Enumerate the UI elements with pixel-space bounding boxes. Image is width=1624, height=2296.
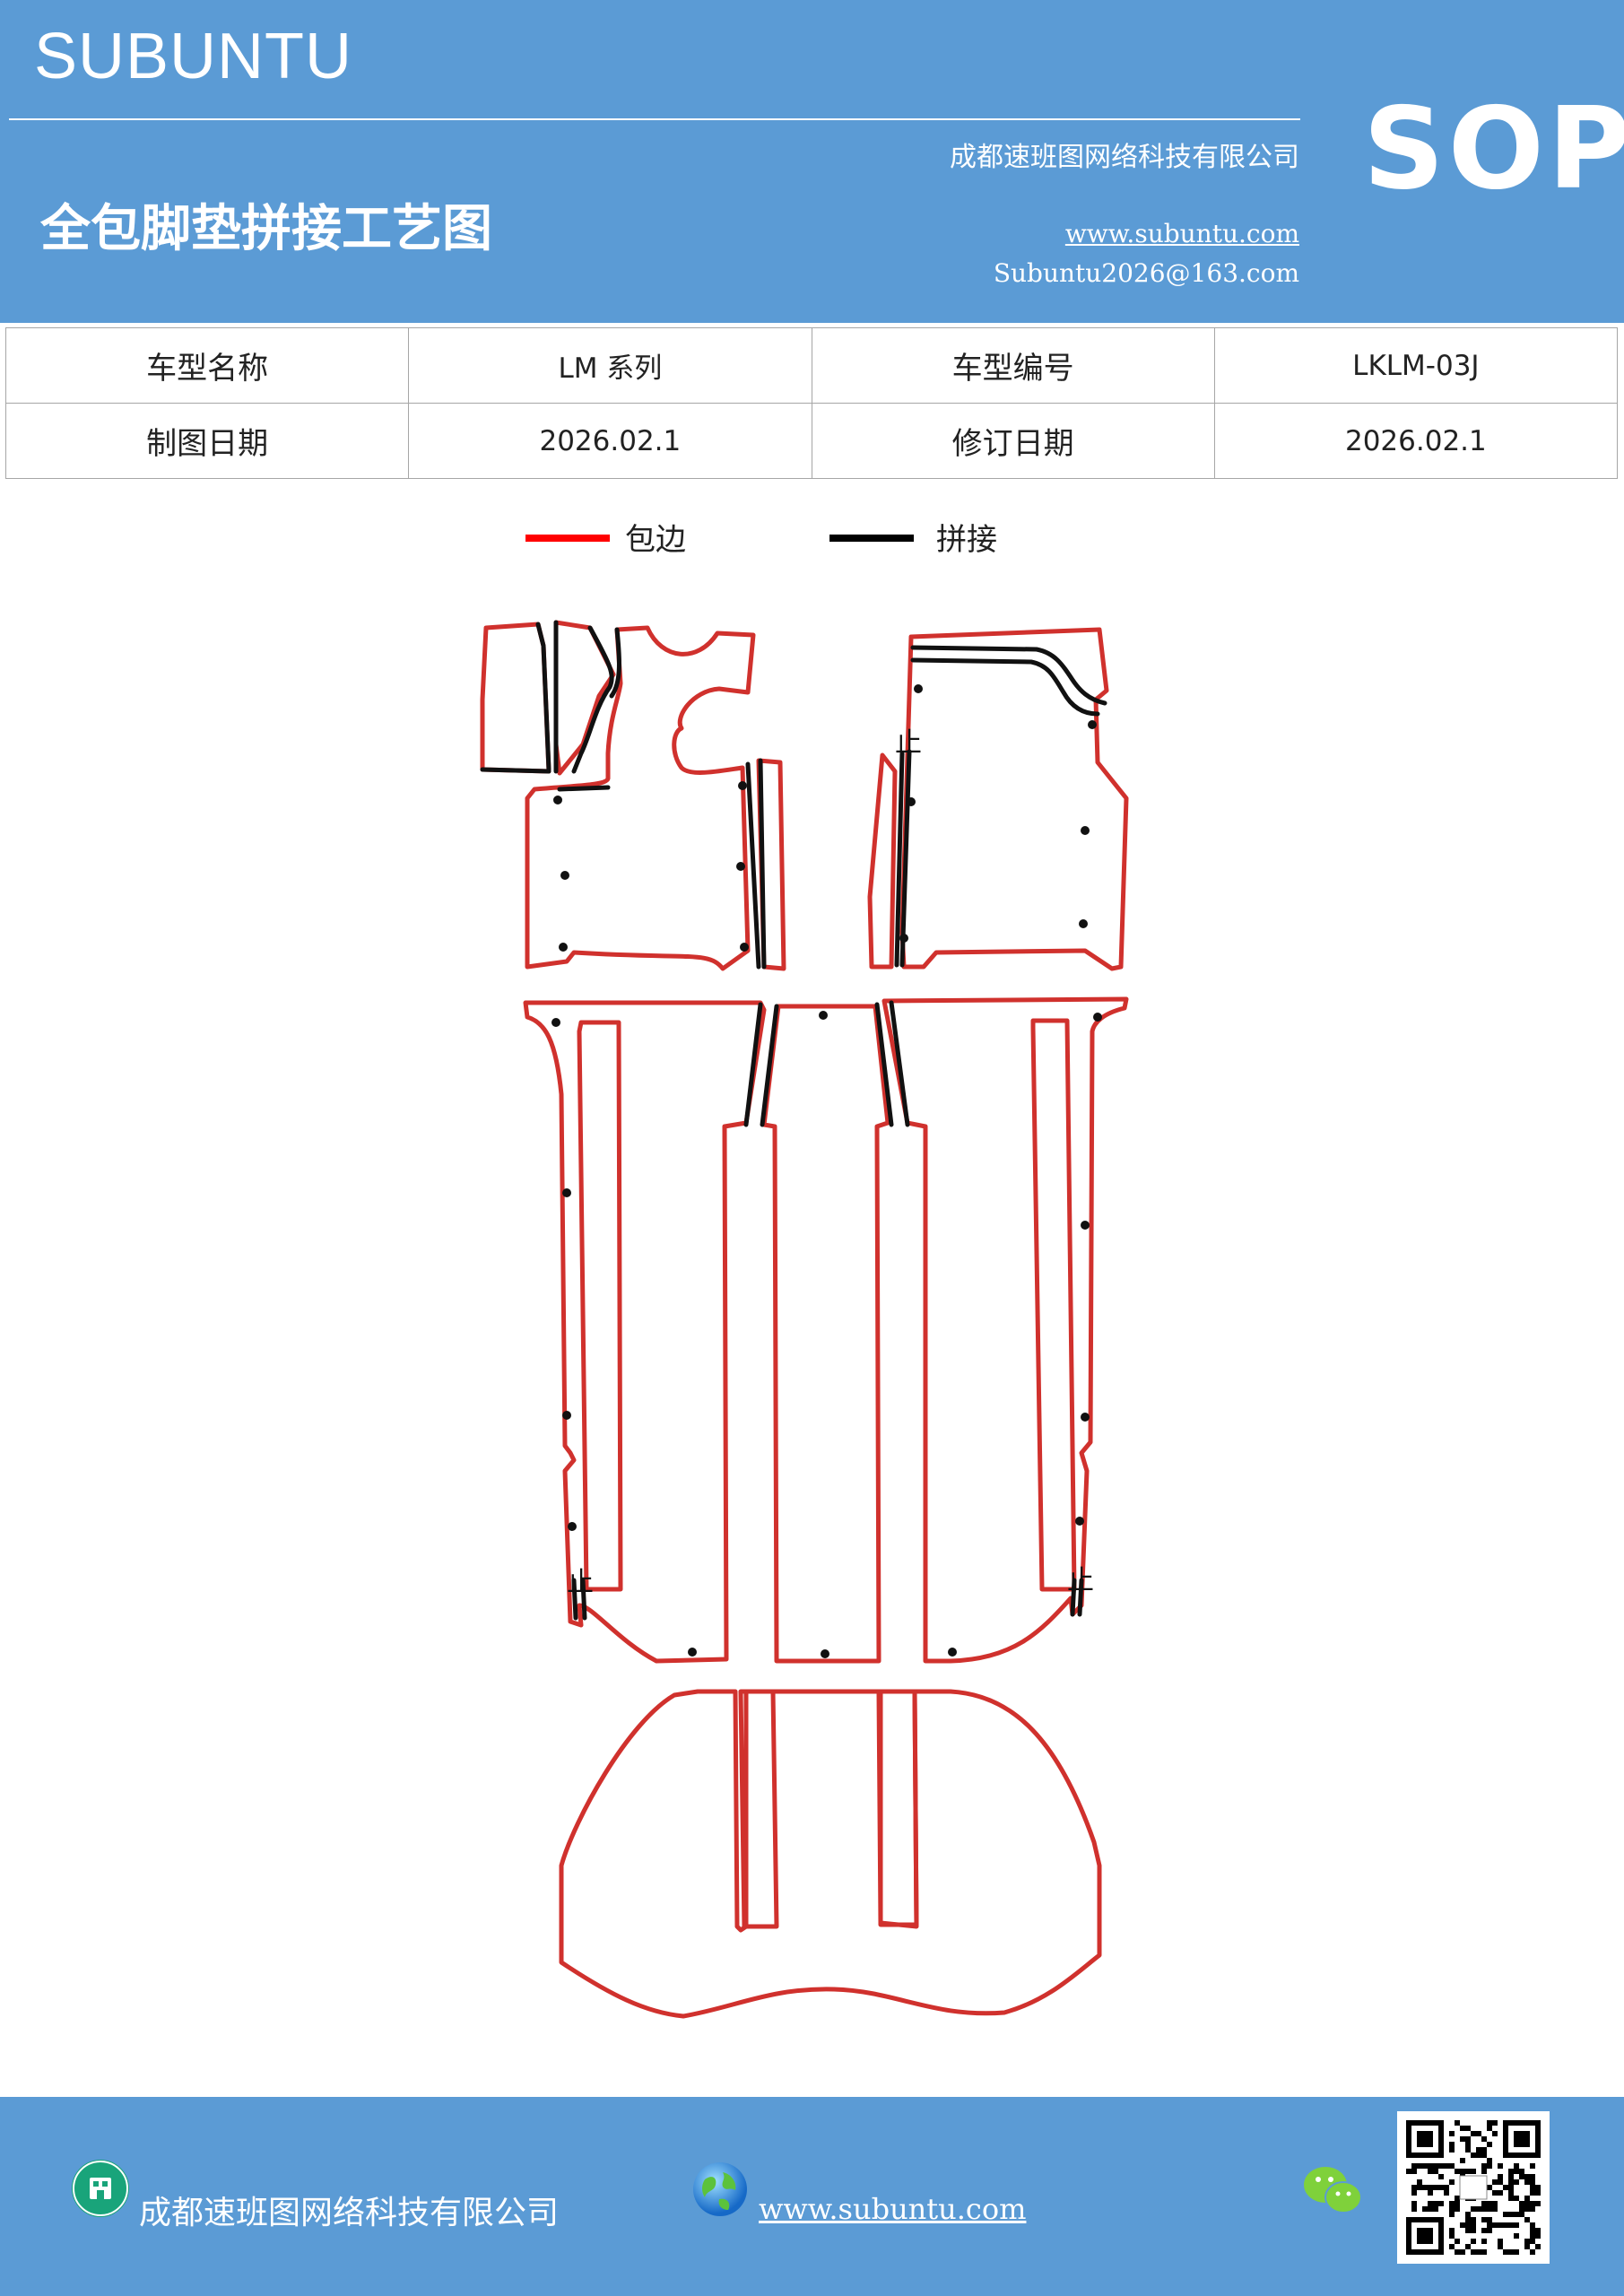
fastener-dot [551,1018,560,1027]
fastener-dot [688,1648,697,1657]
mat-piece-mid-right [881,996,1129,1664]
label-drawing-date: 制图日期 [4,403,410,479]
fastener-dot [568,1522,577,1531]
fastener-dot [1081,1221,1090,1230]
legend: 包边 拼接 [0,520,1624,574]
stop-mark: 止 [567,1567,594,1598]
seam-line [1077,1578,1084,1617]
seam-line [1070,1578,1077,1617]
fastener-dot [899,934,908,943]
fastener-dot [740,943,749,952]
qr-code[interactable] [1397,2111,1550,2264]
mat-piece-mid-right-inner [1030,1018,1077,1592]
mat-piece-mid-center [761,1004,890,1664]
mat-piece-rear-strip-right [876,1689,919,1927]
mat-piece-right-strip [867,752,898,970]
seam-line [745,761,761,970]
wechat-icon[interactable] [1302,2163,1365,2217]
fastener-dot [1079,919,1088,928]
value-revision-date: 2026.02.1 [1213,403,1619,479]
value-drawing-date: 2026.02.1 [408,403,812,479]
label-vehicle-code: 车型编号 [811,327,1215,404]
seam-line [899,749,912,968]
value-vehicle-code: LKLM-03J [1213,327,1619,404]
fastener-dot [738,781,747,790]
header-banner: SUBUNTU 成都速班图网络科技有限公司 全包脚垫拼接工艺图 www.subu… [0,0,1624,323]
building-icon [72,2160,129,2217]
legend-swatch-edge [525,535,610,542]
footer-banner: 成都速班图网络科技有限公司 www.subuntu.com [0,2097,1624,2296]
fastener-dot [907,797,916,806]
stop-mark: 止 [1067,1565,1094,1596]
floor-mat-splice-diagram: 止 止 止 [480,620,1129,2019]
fastener-dot [553,796,562,804]
footer-company-name: 成都速班图网络科技有限公司 [139,2195,560,2231]
fastener-dot [736,862,745,871]
seam-line [743,1002,763,1127]
header-divider [9,118,1300,120]
table-row: 车型名称 LM 系列 车型编号 LKLM-03J [4,327,1619,404]
mat-piece-mid-left [523,1000,767,1664]
stop-mark: 止 [895,727,922,759]
mat-piece-rear-strip-left [738,1689,779,1929]
mat-piece-left-a [480,622,551,774]
legend-swatch-seam [829,535,914,542]
fastener-dot [562,1411,571,1420]
seam-line [609,627,621,699]
mat-piece-rear-strip-center [778,1692,879,1925]
seam-line [580,1578,587,1621]
seam-line [874,1002,894,1127]
seam-line [571,625,614,774]
fastener-dot [560,871,569,880]
fastener-dot [1075,1517,1084,1526]
contact-email[interactable]: Subuntu2026@163.com [993,258,1299,288]
sop-badge: SOP [1363,83,1624,214]
website-link[interactable]: www.subuntu.com [1064,219,1299,248]
seam-line [910,645,1107,706]
fastener-dot [914,684,923,693]
fastener-dot [559,943,568,952]
value-vehicle-name: LM 系列 [408,327,812,404]
label-revision-date: 修订日期 [811,403,1215,479]
fastener-dot [821,1649,829,1658]
fastener-dot [1093,1013,1102,1022]
fastener-dot [1088,720,1097,729]
fastener-dot [1081,1413,1090,1422]
seam-line [910,657,1100,717]
seam-line [758,758,767,970]
fastener-dot [1081,826,1090,835]
footer-website-link[interactable]: www.subuntu.com [759,2192,1027,2226]
mat-piece-rear [559,1689,1102,2019]
seam-line [889,1000,910,1127]
fastener-dot [948,1648,957,1657]
legend-label-seam: 拼接 [936,522,997,558]
seam-line [760,1004,779,1127]
seam-line [894,751,905,968]
mat-piece-right-main [899,627,1129,971]
globe-icon [690,2160,750,2219]
mat-piece-left-main [525,625,756,971]
company-name: 成都速班图网络科技有限公司 [950,142,1299,173]
fastener-dot [819,1011,828,1020]
document-title: 全包脚垫拼接工艺图 [40,199,492,258]
fastener-dot [562,1188,571,1197]
legend-label-edge: 包边 [625,522,686,558]
vehicle-info-table: 车型名称 LM 系列 车型编号 LKLM-03J 制图日期 2026.02.1 … [4,327,1619,479]
label-vehicle-name: 车型名称 [4,327,410,404]
seam-line [571,1578,578,1621]
seam-line [535,622,551,772]
seam-line [480,767,551,774]
table-row: 制图日期 2026.02.1 修订日期 2026.02.1 [4,403,1619,479]
seam-line [557,785,611,792]
mat-piece-mid-left-inner [577,1020,623,1592]
brand-name: SUBUNTU [34,21,353,92]
